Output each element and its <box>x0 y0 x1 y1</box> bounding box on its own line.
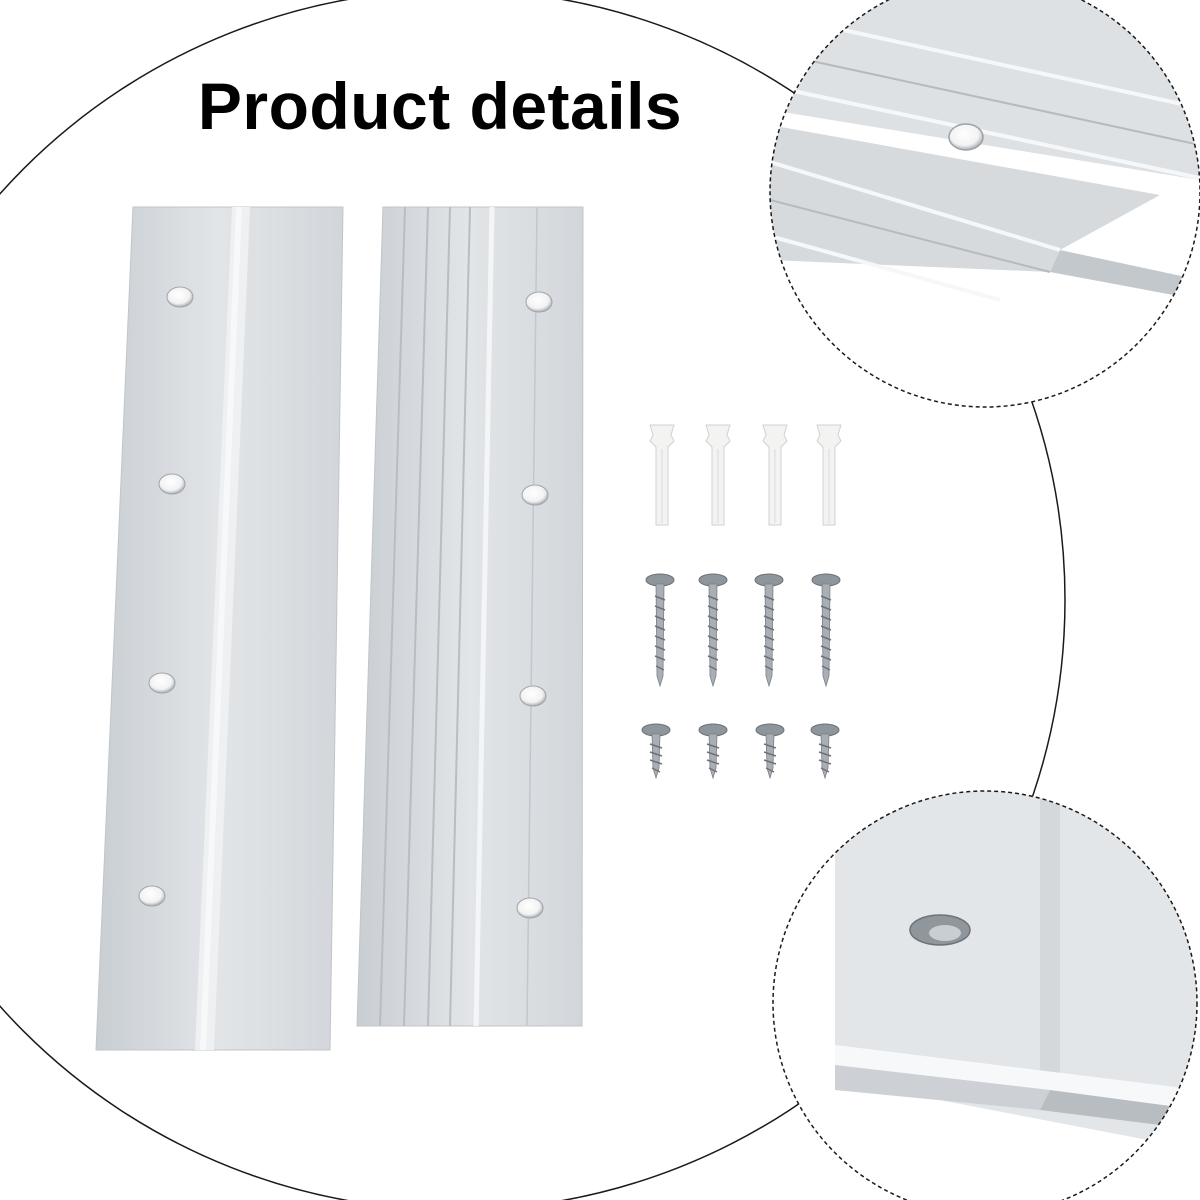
wall-anchors <box>649 424 842 526</box>
long-screws <box>645 573 841 688</box>
zoom-inset-bottom <box>772 790 1198 1200</box>
page-title: Product details <box>197 69 683 143</box>
zoom-inset-top <box>769 0 1200 408</box>
background-circle <box>0 0 1066 1200</box>
short-screws <box>641 723 840 780</box>
left-rail <box>95 206 344 1051</box>
grooved-rail <box>356 206 584 1027</box>
